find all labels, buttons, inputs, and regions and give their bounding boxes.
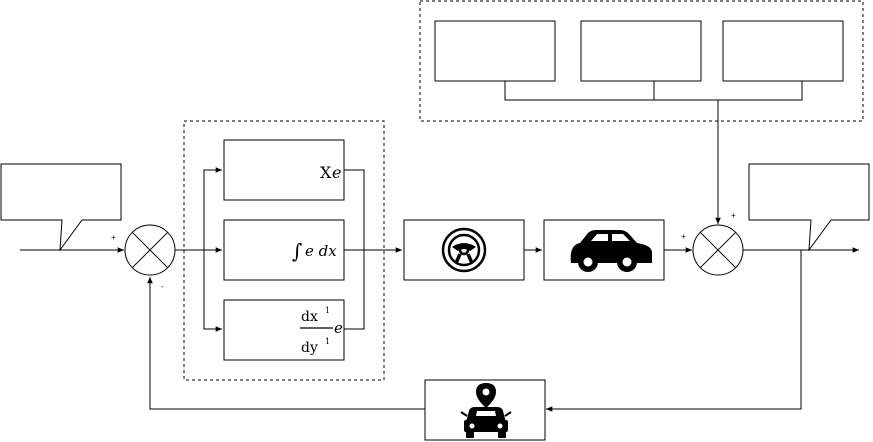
junction-2-plus-top: +: [731, 211, 736, 220]
error-line-to-p: [175, 167, 222, 251]
derivative-denominator: dy: [301, 340, 318, 356]
derivative-numerator: dx: [301, 309, 318, 325]
integral-block: [223, 219, 345, 281]
junction-1-minus-sign: -: [161, 282, 164, 291]
integral-sign: ∫: [292, 239, 302, 263]
steering-wheel-icon: [441, 227, 487, 273]
feedback-line-to-junction-1: [147, 277, 425, 410]
disturbance-box-1: [434, 20, 556, 82]
disturbance-merge-line: [504, 81, 803, 101]
error-line-to-d: [203, 250, 222, 332]
proportional-var: e: [332, 163, 341, 182]
summing-junction-1: [124, 224, 176, 276]
car-location-pin-icon: [460, 383, 512, 438]
car-icon: [570, 230, 652, 272]
junction-2-plus-left: +: [681, 232, 686, 241]
input-callout: [0, 163, 122, 252]
disturbance-box-2: [580, 20, 702, 82]
junction-1-plus-sign: +: [111, 233, 116, 242]
derivative-block: [223, 299, 345, 361]
output-callout: [748, 163, 870, 252]
integral-body: e dx: [305, 242, 337, 260]
proportional-block: [223, 139, 345, 201]
derivative-numerator-exp: 1: [325, 306, 330, 315]
derivative-denominator-exp: 1: [325, 337, 330, 346]
feedback-line-to-sensor: [546, 250, 802, 412]
summing-junction-2: [692, 224, 744, 276]
derivative-var: e: [334, 319, 343, 337]
proportional-prefix: X: [320, 163, 332, 182]
disturbance-box-3: [722, 20, 844, 82]
